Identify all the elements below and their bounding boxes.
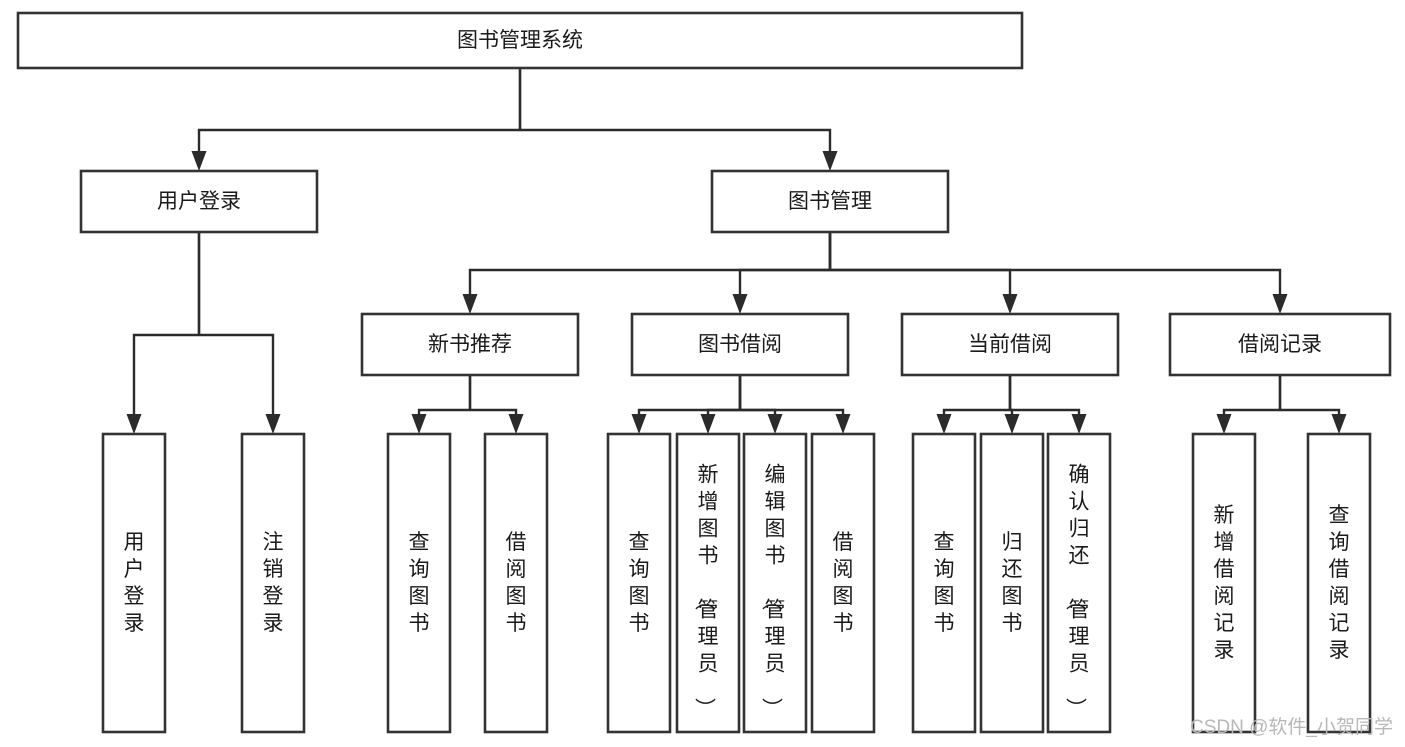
node-box-leaf-add-book[interactable] [675, 432, 741, 734]
node-label-leaf-add-book: 新增图书（管理员） [693, 464, 719, 719]
node-new-book-rec[interactable]: 新书推荐 [360, 312, 580, 377]
node-label-book-borrow: 图书借阅 [698, 333, 782, 356]
node-box-leaf-edit-book[interactable] [742, 432, 808, 734]
connector-current-borrow-to-leaf-return-book [1004, 375, 1020, 434]
node-leaf-add-record[interactable]: 新增借阅记录 [1191, 432, 1257, 734]
node-label-book-manage: 图书管理 [788, 190, 872, 213]
node-label-root: 图书管理系统 [457, 29, 583, 52]
connector-current-borrow-to-leaf-confirm-return [1008, 375, 1087, 434]
node-current-borrow[interactable]: 当前借阅 [900, 312, 1120, 377]
connector-new-book-rec-to-leaf-query-book-rec [411, 375, 472, 434]
node-label-leaf-query-record: 查询借阅记录 [1329, 504, 1350, 662]
connector-book-borrow-to-leaf-borrow-book [738, 375, 851, 434]
node-box-leaf-query-record[interactable] [1306, 432, 1372, 734]
node-label-leaf-borrow-book-rec: 借阅图书 [506, 531, 527, 635]
connector-book-manage-to-new-book-rec [462, 232, 832, 314]
node-borrow-record[interactable]: 借阅记录 [1168, 312, 1392, 377]
connector-book-borrow-to-leaf-query-book-borrow [631, 375, 742, 434]
node-book-borrow[interactable]: 图书借阅 [630, 312, 850, 377]
node-root[interactable]: 图书管理系统 [16, 11, 1024, 70]
connector-current-borrow-to-leaf-query-book-cur [936, 375, 1012, 434]
node-box-leaf-query-book-cur[interactable] [911, 432, 977, 734]
node-label-leaf-confirm-return: 确认归还（管理员） [1064, 464, 1090, 719]
connector-book-borrow-to-leaf-add-book [700, 375, 742, 434]
node-box-new-book-rec[interactable] [360, 312, 580, 377]
node-label-leaf-edit-book: 编辑图书（管理员） [760, 464, 786, 719]
connector-root-to-user-login [191, 68, 522, 171]
node-leaf-logout[interactable]: 注销登录 [240, 432, 306, 734]
node-box-leaf-query-book-rec[interactable] [386, 432, 452, 734]
node-leaf-user-login[interactable]: 用户登录 [101, 432, 167, 734]
node-leaf-query-book-cur[interactable]: 查询图书 [911, 432, 977, 734]
connector-borrow-record-to-leaf-query-record [1278, 375, 1347, 434]
connector-user-login-to-leaf-logout [197, 232, 281, 434]
node-box-leaf-logout[interactable] [240, 432, 306, 734]
node-label-leaf-add-record: 新增借阅记录 [1214, 504, 1235, 662]
node-leaf-query-book-rec[interactable]: 查询图书 [386, 432, 452, 734]
node-box-leaf-confirm-return[interactable] [1046, 432, 1112, 734]
node-label-new-book-rec: 新书推荐 [428, 333, 512, 356]
node-box-book-borrow[interactable] [630, 312, 850, 377]
node-box-leaf-return-book[interactable] [979, 432, 1045, 734]
node-box-leaf-borrow-book-rec[interactable] [483, 432, 549, 734]
node-leaf-confirm-return[interactable]: 确认归还（管理员） [1046, 432, 1112, 734]
node-leaf-borrow-book[interactable]: 借阅图书 [810, 432, 876, 734]
node-label-leaf-return-book: 归还图书 [1002, 531, 1023, 635]
node-leaf-query-record[interactable]: 查询借阅记录 [1306, 432, 1372, 734]
node-box-user-login[interactable] [79, 169, 319, 234]
connector-book-borrow-to-leaf-edit-book [738, 375, 783, 434]
node-label-leaf-borrow-book: 借阅图书 [833, 531, 854, 635]
node-user-login[interactable]: 用户登录 [79, 169, 319, 234]
node-box-leaf-user-login[interactable] [101, 432, 167, 734]
connector-book-manage-to-borrow-record [828, 232, 1288, 314]
node-box-borrow-record[interactable] [1168, 312, 1392, 377]
node-leaf-add-book[interactable]: 新增图书（管理员） [675, 432, 741, 734]
node-box-leaf-query-book-borrow[interactable] [606, 432, 672, 734]
watermark: CSDN @软件_小贺同学 [1190, 717, 1393, 738]
connector-user-login-to-leaf-user-login [126, 232, 201, 434]
node-label-user-login: 用户登录 [157, 190, 241, 213]
node-book-manage[interactable]: 图书管理 [710, 169, 950, 234]
node-box-book-manage[interactable] [710, 169, 950, 234]
node-label-current-borrow: 当前借阅 [968, 333, 1052, 356]
node-leaf-edit-book[interactable]: 编辑图书（管理员） [742, 432, 808, 734]
node-box-leaf-add-record[interactable] [1191, 432, 1257, 734]
node-box-current-borrow[interactable] [900, 312, 1120, 377]
node-label-leaf-query-book-cur: 查询图书 [934, 531, 955, 635]
node-leaf-return-book[interactable]: 归还图书 [979, 432, 1045, 734]
node-box-leaf-borrow-book[interactable] [810, 432, 876, 734]
connector-new-book-rec-to-leaf-borrow-book-rec [468, 375, 524, 434]
node-label-leaf-query-book-rec: 查询图书 [409, 531, 430, 635]
node-label-borrow-record: 借阅记录 [1238, 333, 1322, 356]
node-label-leaf-user-login: 用户登录 [124, 531, 145, 635]
node-box-root[interactable] [16, 11, 1024, 70]
connector-root-to-book-manage [518, 68, 838, 171]
connector-book-manage-to-current-borrow [828, 232, 1018, 314]
node-label-leaf-query-book-borrow: 查询图书 [629, 531, 650, 635]
connector-layer [126, 68, 1347, 434]
node-leaf-borrow-book-rec[interactable]: 借阅图书 [483, 432, 549, 734]
node-leaf-query-book-borrow[interactable]: 查询图书 [606, 432, 672, 734]
node-label-leaf-logout: 注销登录 [263, 531, 284, 635]
connector-book-manage-to-book-borrow [732, 232, 832, 314]
node-layer: 图书管理系统用户登录图书管理新书推荐图书借阅当前借阅借阅记录用户登录注销登录查询… [16, 11, 1392, 734]
connector-borrow-record-to-leaf-add-record [1216, 375, 1282, 434]
